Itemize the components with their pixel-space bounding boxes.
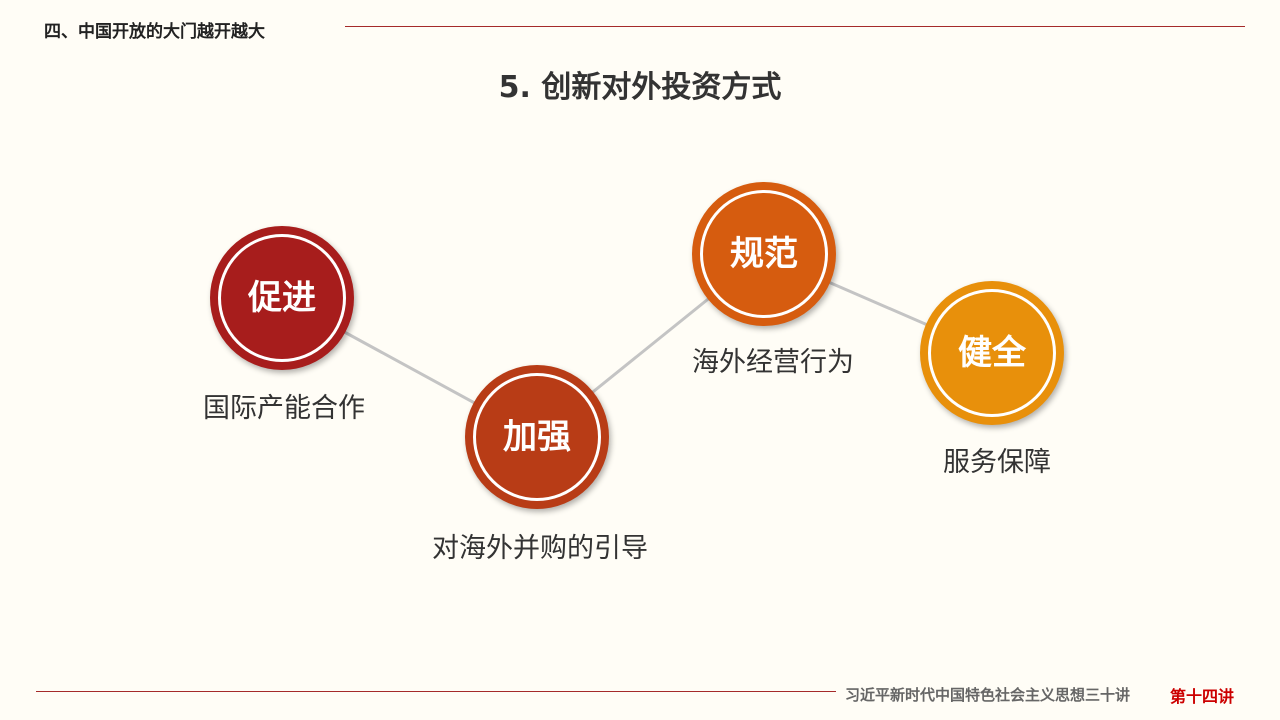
step-circle-1: 促进 xyxy=(210,226,354,370)
step-label: 国际产能合作 xyxy=(203,393,365,424)
step-label: 服务保障 xyxy=(943,447,1051,478)
step-circle-3: 规范 xyxy=(692,182,836,326)
step-label: 海外经营行为 xyxy=(692,347,854,378)
step-keyword: 健全 xyxy=(958,333,1026,373)
section-header: 四、中国开放的大门越开越大 xyxy=(44,22,265,42)
step-circle-2: 加强 xyxy=(465,365,609,509)
footer-lecture: 第十四讲 xyxy=(1170,687,1235,706)
header-divider xyxy=(345,26,1245,27)
step-keyword: 促进 xyxy=(248,278,316,318)
step-label: 对海外并购的引导 xyxy=(432,533,648,564)
step-keyword: 加强 xyxy=(503,417,571,457)
step-circle-4: 健全 xyxy=(920,281,1064,425)
page-title: 5. 创新对外投资方式 xyxy=(498,70,782,105)
footer-divider xyxy=(36,691,836,692)
step-keyword: 规范 xyxy=(730,234,798,274)
footer-series: 习近平新时代中国特色社会主义思想三十讲 xyxy=(845,686,1131,704)
